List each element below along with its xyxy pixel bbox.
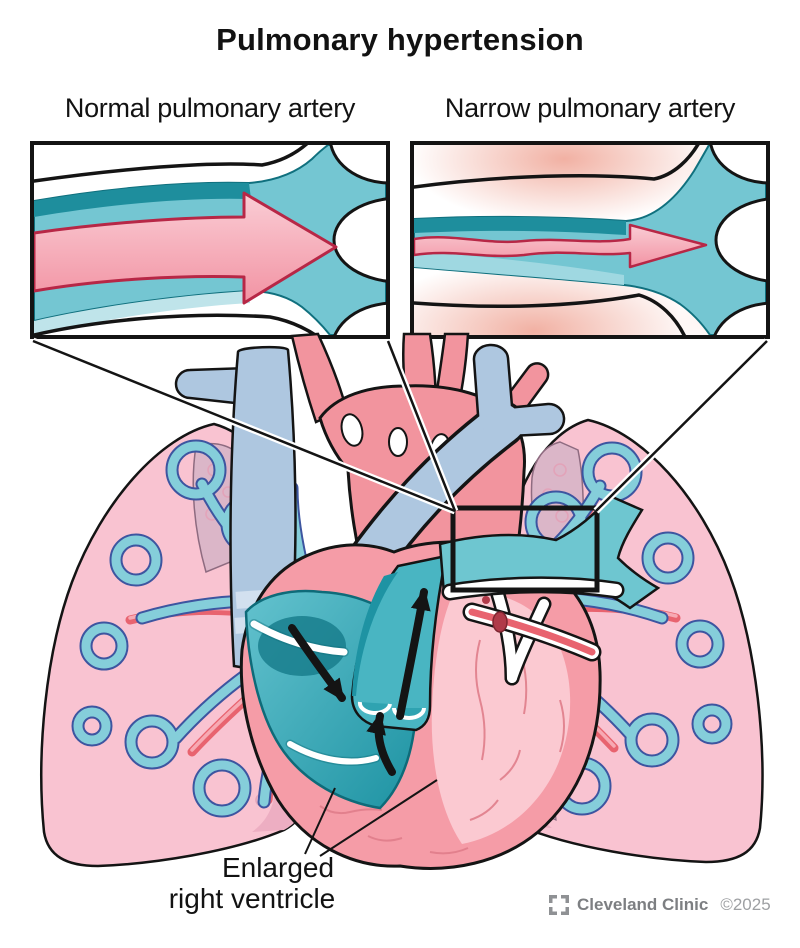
inset-narrow-pulmonary-artery xyxy=(410,141,770,339)
pulmonary-veins xyxy=(462,580,602,686)
coronary-opening xyxy=(492,611,508,633)
inset-label-narrow-artery: Narrow pulmonary artery xyxy=(444,93,736,123)
copyright: ©2025 xyxy=(720,895,771,914)
brand-name: Cleveland Clinic xyxy=(577,895,709,914)
narrow-artery-walls xyxy=(414,145,700,335)
narrow-flow-arrow xyxy=(414,223,708,269)
inset-label-normal-artery: Normal pulmonary artery xyxy=(64,93,356,123)
normal-artery-illustration xyxy=(34,145,386,335)
coronary-opening-small xyxy=(482,596,490,604)
annotation-lines xyxy=(304,779,438,857)
connector-lines xyxy=(31,337,770,515)
normal-flow-arrow xyxy=(34,191,338,305)
annotation-enlarged-right-ventricle: Enlarged right ventricle xyxy=(120,852,400,915)
cleveland-clinic-logo-icon xyxy=(549,895,569,915)
narrow-artery-illustration xyxy=(414,145,766,335)
flow-arrows xyxy=(288,588,431,776)
inset-normal-pulmonary-artery xyxy=(30,141,390,339)
annotation-line2: right ventricle xyxy=(168,883,336,915)
normal-artery-walls xyxy=(34,145,319,335)
page-title: Pulmonary hypertension xyxy=(216,22,584,57)
footer-credit: Cleveland Clinic ©2025 xyxy=(548,894,788,916)
zoom-rectangle xyxy=(450,505,600,593)
annotation-line1: Enlarged xyxy=(221,852,335,883)
